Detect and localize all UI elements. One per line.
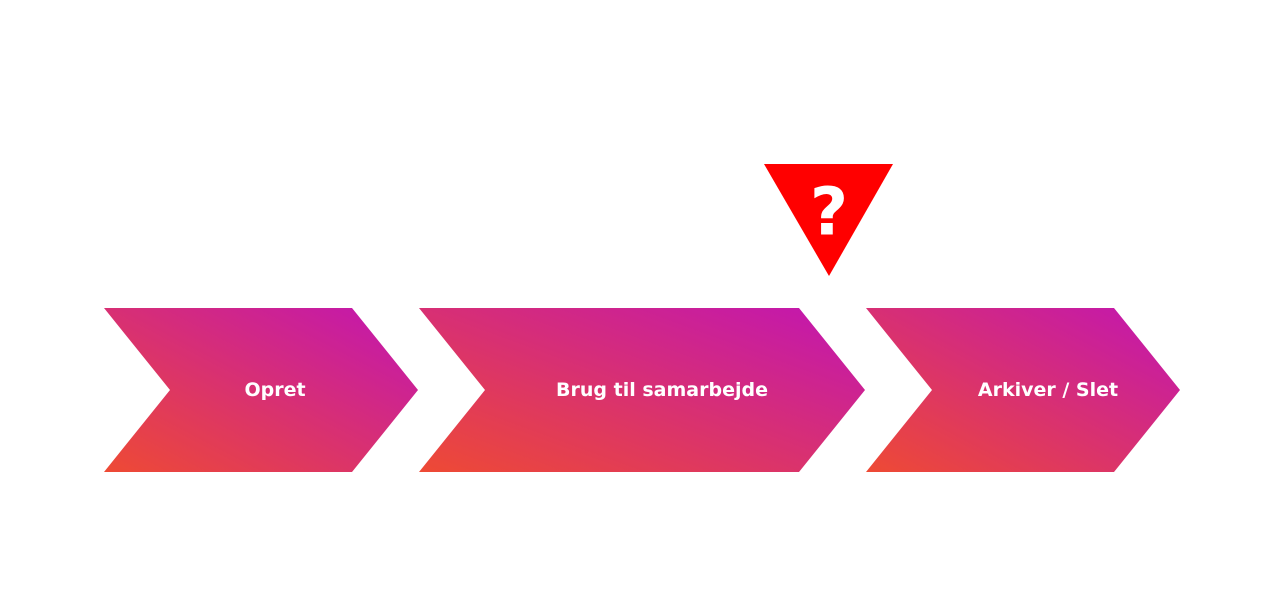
step-brug-til-samarbejde: Brug til samarbejde (419, 308, 865, 472)
chevron-shape (866, 308, 1180, 472)
question-mark-glyph: ? (810, 174, 848, 251)
step-label: Brug til samarbejde (556, 379, 768, 401)
step-label: Arkiver / Slet (978, 379, 1118, 401)
step-opret: Opret (104, 308, 418, 472)
warning-triangle-question-icon (764, 164, 893, 276)
chevron-shape (104, 308, 418, 472)
chevron-shape (419, 308, 865, 472)
step-label: Opret (244, 379, 305, 401)
warning-marker: ? (764, 164, 893, 276)
step-arkiver-slet: Arkiver / Slet (866, 308, 1180, 472)
